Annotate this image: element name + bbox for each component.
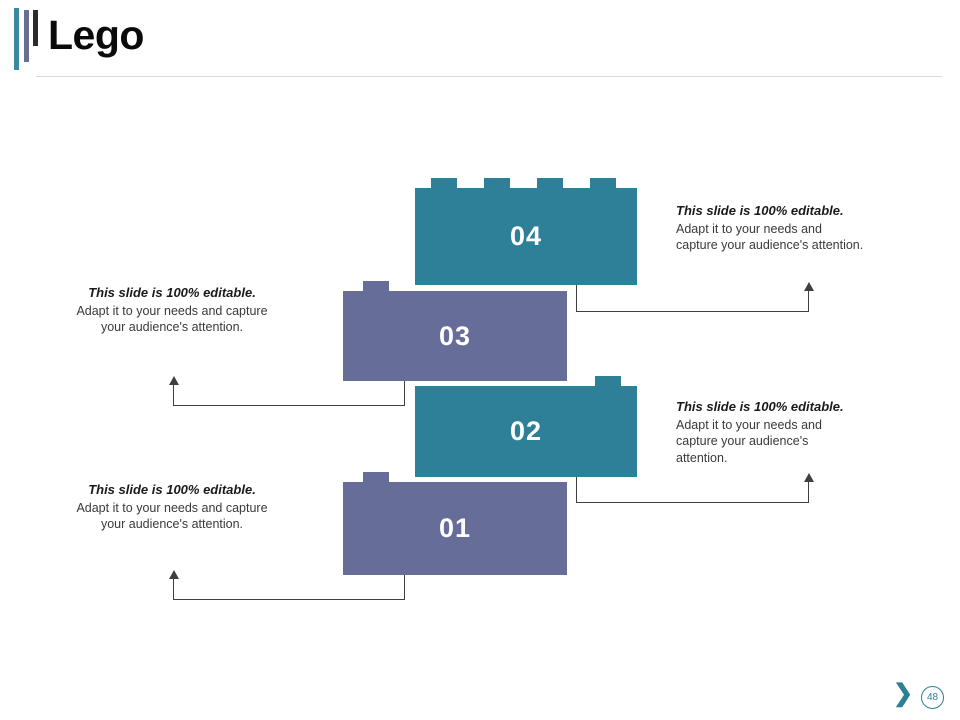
lego-stud	[590, 178, 616, 188]
slide-header: Lego	[0, 0, 960, 80]
lego-block-number: 04	[509, 221, 543, 251]
lego-stud	[537, 178, 563, 188]
lego-block-03[interactable]: 03	[343, 281, 567, 381]
callout-03: This slide is 100% editable. Adapt it to…	[56, 285, 288, 336]
connector-arrowhead	[804, 282, 814, 291]
callout-title: This slide is 100% editable.	[676, 399, 844, 414]
callout-04: This slide is 100% editable. Adapt it to…	[676, 203, 906, 254]
connector-arrowhead	[169, 376, 179, 385]
next-slide-chevron-icon[interactable]: ❯	[893, 680, 914, 707]
callout-01: This slide is 100% editable. Adapt it to…	[56, 482, 288, 533]
lego-stud	[363, 472, 389, 482]
lego-block-body: 04	[415, 188, 637, 285]
lego-stud	[595, 376, 621, 386]
lego-block-number: 03	[438, 320, 472, 351]
lego-block-body: 01	[343, 482, 567, 575]
page-number-badge: 48	[921, 686, 944, 709]
lego-stud	[431, 178, 457, 188]
callout-body: Adapt it to your needs and capture your …	[676, 221, 864, 253]
lego-block-01[interactable]: 01	[343, 472, 567, 575]
callout-02: This slide is 100% editable. Adapt it to…	[676, 399, 891, 466]
lego-block-number: 02	[509, 416, 543, 446]
lego-block-04[interactable]: 04	[415, 178, 637, 285]
lego-block-02[interactable]: 02	[415, 376, 637, 477]
connector-arrowhead	[169, 570, 179, 579]
callout-title: This slide is 100% editable.	[88, 482, 256, 497]
accent-bar-dark	[33, 10, 38, 46]
header-divider	[36, 76, 942, 77]
callout-body: Adapt it to your needs and capture your …	[76, 500, 268, 532]
lego-stud	[363, 281, 389, 291]
connector-arrowhead	[804, 473, 814, 482]
lego-block-body: 03	[343, 291, 567, 381]
lego-block-number: 01	[438, 513, 472, 543]
callout-title: This slide is 100% editable.	[88, 285, 256, 300]
callout-body: Adapt it to your needs and capture your …	[676, 417, 822, 465]
callout-title: This slide is 100% editable.	[676, 203, 844, 218]
page-title: Lego	[48, 12, 144, 58]
accent-bar-teal	[14, 8, 19, 70]
accent-bar-purple	[24, 10, 29, 62]
lego-stud	[484, 178, 510, 188]
callout-body: Adapt it to your needs and capture your …	[76, 303, 268, 335]
lego-block-body: 02	[415, 386, 637, 477]
